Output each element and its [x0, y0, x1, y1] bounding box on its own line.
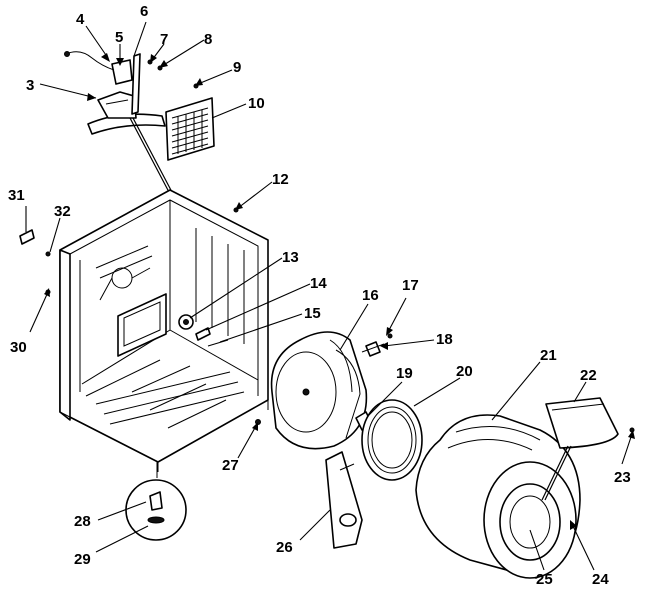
drum: [415, 414, 581, 579]
callout-labels: 3 4 5 6 7 8 9 10 12 13 14 15 16 17 18 19…: [8, 3, 631, 588]
callout-8: 8: [204, 31, 212, 48]
misc-hardware: [255, 333, 393, 425]
front-panel: [325, 451, 363, 549]
callout-30: 30: [10, 339, 27, 356]
callout-17: 17: [402, 277, 419, 294]
callout-21: 21: [540, 347, 557, 364]
cabinet: [59, 189, 269, 472]
callout-32: 32: [54, 203, 71, 220]
leader-lines: [25, 21, 635, 571]
drum-bearing: [355, 399, 423, 481]
cabinet-small-parts: [19, 207, 239, 347]
callout-16: 16: [362, 287, 379, 304]
vent-grille: [165, 97, 215, 161]
bulkhead: [270, 331, 368, 450]
callout-22: 22: [580, 367, 597, 384]
callout-28: 28: [74, 513, 91, 530]
callout-13: 13: [282, 249, 299, 266]
callout-7: 7: [160, 31, 168, 48]
callout-10: 10: [248, 95, 265, 112]
callout-15: 15: [304, 305, 321, 322]
callout-25: 25: [536, 571, 553, 588]
callout-23: 23: [614, 469, 631, 486]
callout-26: 26: [276, 539, 293, 556]
top-bracket-assembly: [64, 51, 199, 195]
callout-3: 3: [26, 77, 34, 94]
callout-29: 29: [74, 551, 91, 568]
callout-4: 4: [76, 11, 85, 28]
callout-27: 27: [222, 457, 239, 474]
callout-14: 14: [310, 275, 327, 292]
drum-baffle: [541, 397, 635, 501]
callout-5: 5: [115, 29, 123, 46]
leveling-leg: [125, 462, 187, 541]
callout-20: 20: [456, 363, 473, 380]
callout-12: 12: [272, 171, 289, 188]
callout-24: 24: [592, 571, 609, 588]
callout-9: 9: [233, 59, 241, 76]
callout-31: 31: [8, 187, 25, 204]
callout-18: 18: [436, 331, 453, 348]
callout-6: 6: [140, 3, 148, 20]
callout-19: 19: [396, 365, 413, 382]
